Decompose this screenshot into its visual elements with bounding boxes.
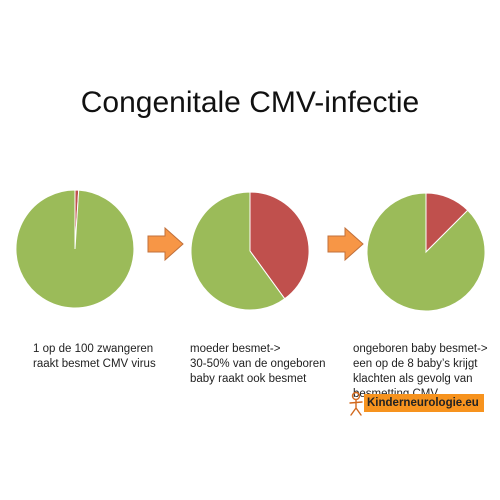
pie-slice (366, 192, 486, 312)
pie-slice (249, 191, 310, 300)
caption-2: moeder besmet-> 30-50% van de ongeboren … (190, 342, 326, 387)
pie-slice (15, 189, 135, 309)
logo-text: Kinderneurologie.eu (364, 394, 484, 412)
caption-line: een op de 8 baby’s krijgt (353, 358, 478, 370)
arrow-right-icon (147, 226, 184, 262)
child-figure-icon (349, 391, 363, 416)
arrow-right-icon (327, 226, 364, 262)
page-title: Congenitale CMV-infectie (80, 86, 420, 119)
pie-chart-2 (190, 191, 310, 311)
caption-line: ongeboren baby besmet-> (353, 343, 488, 355)
caption-line: raakt besmet CMV virus (33, 358, 156, 370)
pie-chart-3 (366, 192, 486, 312)
caption-line: klachten als gevolg van (353, 373, 473, 385)
pie-slice (190, 191, 286, 311)
caption-1: 1 op de 100 zwangeren raakt besmet CMV v… (33, 342, 156, 372)
caption-line: moeder besmet-> (190, 343, 281, 355)
caption-line: 30-50% van de ongeboren (190, 358, 326, 370)
caption-line: baby raakt ook besmet (190, 373, 307, 385)
pie-chart-1 (15, 189, 135, 309)
kinderneurologie-logo[interactable]: Kinderneurologie.eu (346, 391, 486, 416)
caption-line: 1 op de 100 zwangeren (33, 343, 154, 355)
